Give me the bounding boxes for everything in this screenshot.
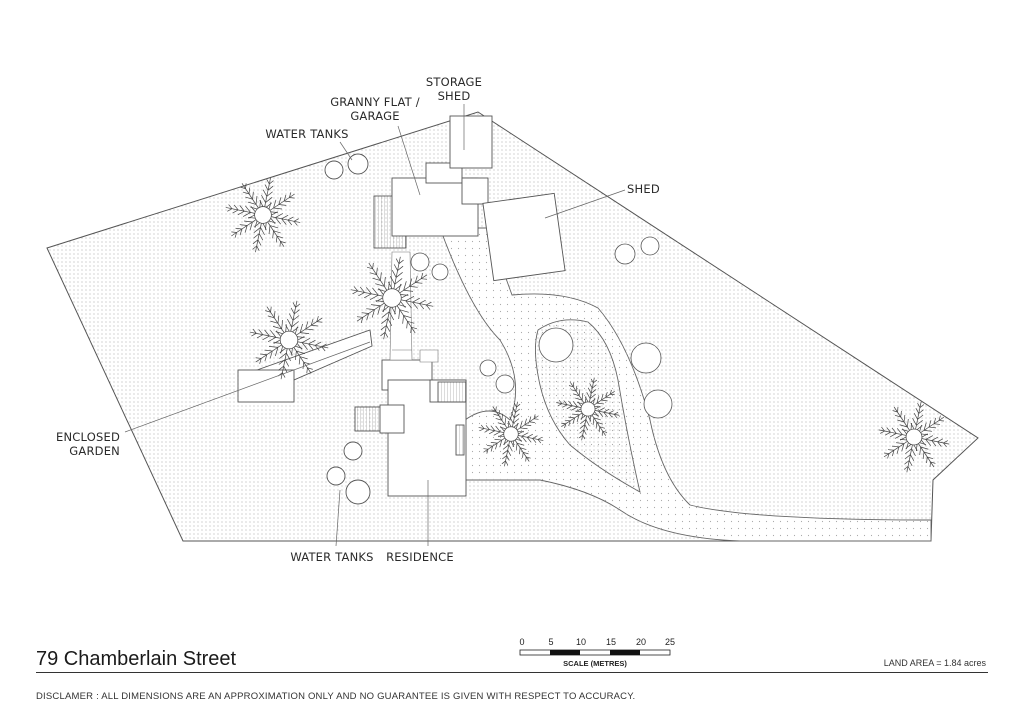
title-divider [36,672,988,673]
label-shed: SHED [627,182,660,196]
scale-tick-15: 15 [605,637,616,647]
water-tanks-bottom [326,441,371,505]
tree-3 [350,256,434,340]
walkway-steps [392,349,439,363]
storage-shed-building [449,115,493,169]
label-storage-shed-line2: SHED [437,89,471,103]
label-enclosed-garden-line1: ENCLOSED [56,430,120,444]
tree-6 [878,401,950,473]
scale-bar [519,649,671,656]
label-water-tanks-bottom: WATER TANKS [290,550,374,564]
label-residence: RESIDENCE [386,550,454,564]
shed-building [482,192,566,282]
disclaimer: DISCLAMER : ALL DIMENSIONS ARE AN APPROX… [36,691,636,702]
large-trees [225,177,950,473]
tree-4 [478,401,544,467]
label-storage-shed-line1: STORAGE [425,75,483,89]
scale-tick-10: 10 [575,637,586,647]
label-granny-flat-line2: GARAGE [350,109,400,123]
shrubs [410,236,673,419]
tree-1 [225,177,301,253]
leader-lines [124,104,626,547]
tree-2 [249,300,329,380]
label-enclosed-garden: ENCLOSED GARDEN [40,430,120,458]
label-granny-flat: GRANNY FLAT / GARAGE [330,95,420,123]
scale-tick-0: 0 [519,637,525,647]
enclosed-garden-structure [237,329,373,403]
label-water-tanks-top: WATER TANKS [265,127,349,141]
residence-building [354,359,467,497]
water-tanks-top [324,153,369,180]
scale-tick-20: 20 [635,637,646,647]
land-area: LAND AREA = 1.84 acres [883,658,986,668]
driveway-fill [440,228,931,541]
scale-title: SCALE (METRES) [563,659,627,668]
granny-flat-building [373,162,489,249]
page-title: 79 Chamberlain Street [36,648,237,670]
tree-5 [556,377,620,441]
scale-tick-25: 25 [664,637,675,647]
label-enclosed-garden-line2: GARDEN [69,444,120,458]
scale-tick-5: 5 [548,637,554,647]
label-granny-flat-line1: GRANNY FLAT / [330,95,420,109]
label-storage-shed: STORAGE SHED [424,75,484,103]
